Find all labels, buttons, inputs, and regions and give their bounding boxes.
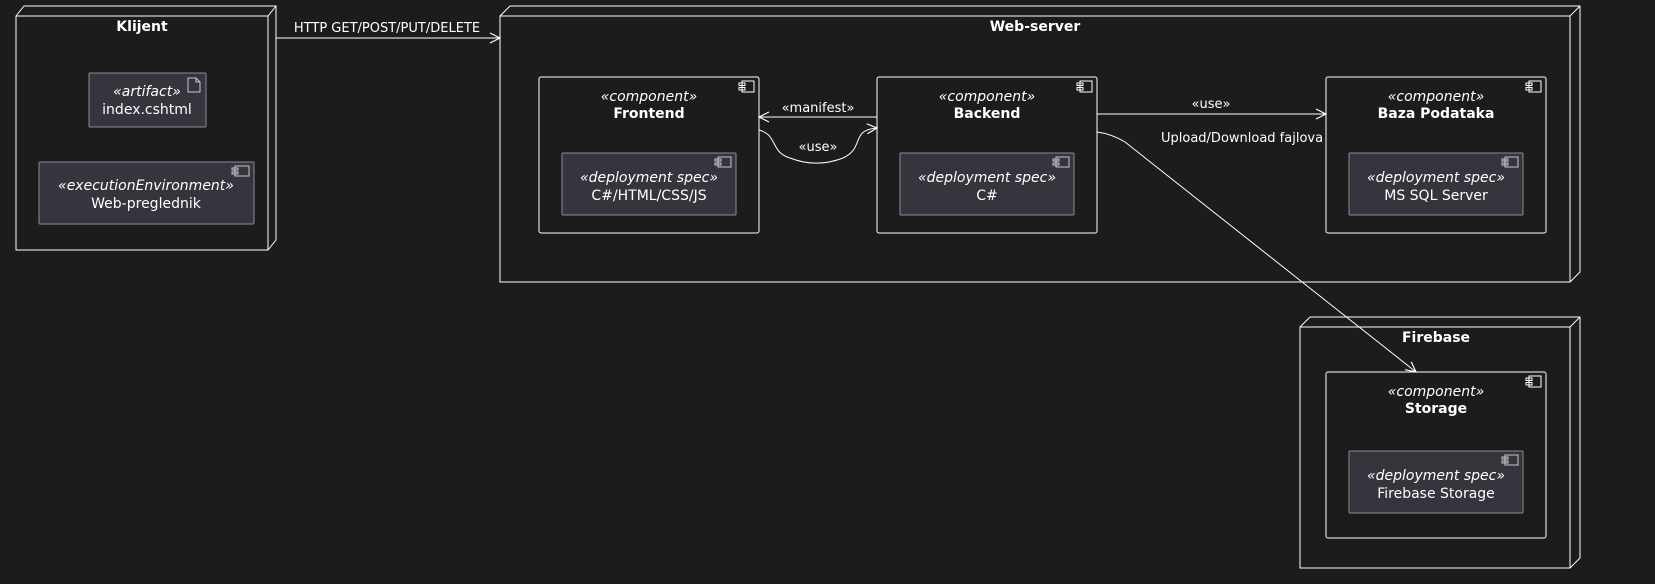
component-icon bbox=[1052, 156, 1070, 168]
component-storage: «component» Storage «deployment spec» Fi… bbox=[1325, 371, 1547, 539]
component-icon bbox=[231, 165, 250, 177]
component-icon bbox=[714, 156, 732, 168]
backend-title: Backend bbox=[954, 106, 1021, 122]
storage-spec-stereotype: «deployment spec» bbox=[1367, 468, 1505, 484]
baza-spec-label: MS SQL Server bbox=[1384, 188, 1488, 204]
component-icon bbox=[1525, 375, 1542, 388]
backend-stereotype: «component» bbox=[939, 89, 1035, 105]
node-klijent-title: Klijent bbox=[116, 19, 168, 35]
storage-stereotype: «component» bbox=[1388, 384, 1484, 400]
component-icon bbox=[1501, 454, 1519, 466]
node-web-server: Web-server «component» Frontend «deploym… bbox=[499, 5, 1581, 283]
artifact-stereotype: «artifact» bbox=[113, 84, 181, 100]
storage-spec-label: Firebase Storage bbox=[1377, 486, 1495, 502]
exec-env-label: Web-preglednik bbox=[91, 196, 202, 212]
edge-upload-label: Upload/Download fajlova bbox=[1161, 131, 1323, 146]
baza-title: Baza Podataka bbox=[1378, 106, 1495, 122]
component-frontend: «component» Frontend «deployment spec» C… bbox=[538, 76, 760, 234]
component-icon bbox=[1501, 156, 1519, 168]
frontend-spec-label: C#/HTML/CSS/JS bbox=[591, 188, 706, 204]
edge-use-frontend-backend: «use» bbox=[758, 128, 877, 164]
node-firebase-title: Firebase bbox=[1402, 330, 1470, 346]
component-baza-podataka: «component» Baza Podataka «deployment sp… bbox=[1325, 76, 1547, 234]
baza-stereotype: «component» bbox=[1388, 89, 1484, 105]
edge-http-label: HTTP GET/POST/PUT/DELETE bbox=[294, 21, 480, 36]
component-icon bbox=[1525, 80, 1542, 93]
frontend-title: Frontend bbox=[613, 106, 684, 122]
component-backend: «component» Backend «deployment spec» C# bbox=[876, 76, 1098, 234]
node-firebase: Firebase «component» Storage «deployment… bbox=[1299, 316, 1581, 569]
edge-use-bd-label: «use» bbox=[1192, 97, 1231, 112]
edge-use-backend-baza: «use» bbox=[1097, 97, 1326, 114]
exec-env-stereotype: «executionEnvironment» bbox=[58, 178, 234, 194]
baza-spec-stereotype: «deployment spec» bbox=[1367, 170, 1505, 186]
artifact-index: «artifact» index.cshtml bbox=[88, 72, 207, 128]
edge-manifest: «manifest» bbox=[759, 101, 877, 117]
artifact-icon bbox=[187, 77, 201, 93]
frontend-spec-stereotype: «deployment spec» bbox=[580, 170, 718, 186]
edge-http: HTTP GET/POST/PUT/DELETE bbox=[276, 21, 500, 38]
component-icon bbox=[1076, 80, 1093, 93]
backend-spec-stereotype: «deployment spec» bbox=[918, 170, 1056, 186]
component-icon bbox=[738, 80, 755, 93]
exec-env-browser: «executionEnvironment» Web-preglednik bbox=[38, 161, 255, 225]
backend-spec-label: C# bbox=[976, 188, 998, 204]
node-klijent: Klijent «artifact» index.cshtml «executi… bbox=[15, 5, 277, 251]
storage-title: Storage bbox=[1405, 401, 1467, 417]
edge-use-fb-label: «use» bbox=[799, 140, 838, 155]
edge-manifest-label: «manifest» bbox=[782, 101, 855, 116]
node-web-server-title: Web-server bbox=[990, 19, 1081, 35]
artifact-label: index.cshtml bbox=[102, 102, 192, 118]
edge-upload-download: Upload/Download fajlova bbox=[1096, 131, 1416, 372]
frontend-stereotype: «component» bbox=[601, 89, 697, 105]
